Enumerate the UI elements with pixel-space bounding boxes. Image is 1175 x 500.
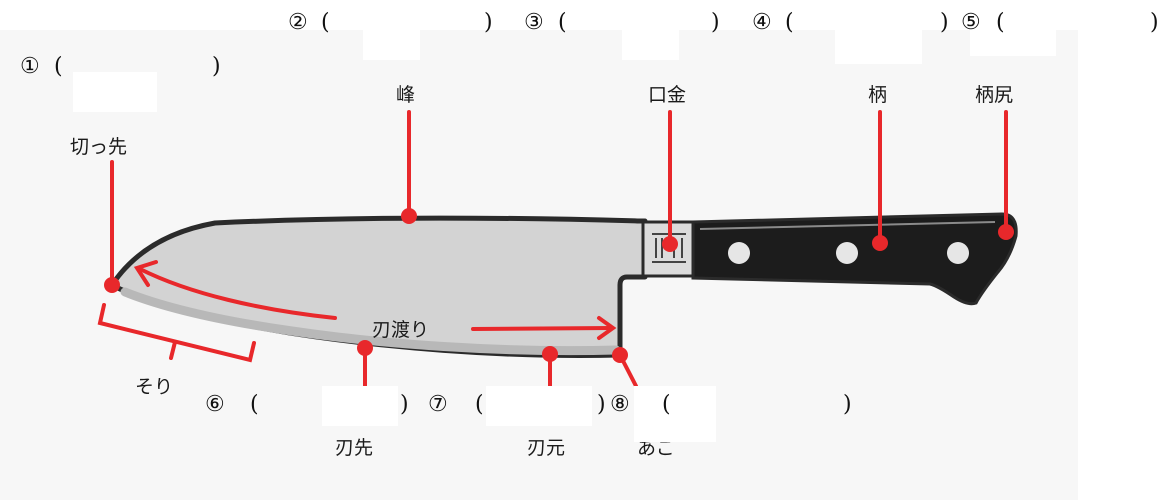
hawatari-arrow-left-head (133, 260, 158, 287)
quiz-number-2: ② (288, 10, 308, 35)
quiz-paren-close-4: ) (940, 10, 949, 35)
answer-box-1[interactable] (73, 72, 157, 112)
answer-box-8[interactable] (634, 386, 716, 442)
label-kuchigane: 口金 (648, 84, 687, 106)
quiz-number-3: ③ (524, 10, 544, 35)
quiz-paren-close-1: ) (212, 54, 221, 79)
quiz-paren-open-6: ( (250, 392, 259, 417)
handle-rivet (947, 242, 969, 264)
quiz-paren-close-3: ) (711, 10, 720, 35)
quiz-number-8: ⑧ (610, 392, 630, 417)
hawatari-arrow-right (471, 326, 614, 331)
answer-box-4[interactable] (835, 28, 922, 64)
callout-dot-hasaki (357, 340, 373, 356)
label-mine: 峰 (396, 84, 416, 106)
quiz-paren-open-5: ( (996, 10, 1005, 35)
sori-bracket-stem (169, 340, 177, 360)
quiz-paren-close-7: ) (597, 392, 606, 417)
hawatari-arrow-right-head (597, 316, 617, 340)
label-ejiri: 柄尻 (975, 84, 1014, 106)
label-hamoto: 刃元 (527, 437, 566, 459)
callout-dot-e (872, 235, 888, 251)
handle-rivet (728, 242, 750, 264)
callout-dot-kuchigane (662, 236, 678, 252)
quiz-number-1: ① (20, 54, 40, 79)
answer-box-6[interactable] (322, 386, 398, 426)
label-e: 柄 (868, 84, 888, 106)
answer-box-2[interactable] (363, 16, 420, 60)
quiz-paren-open-7: ( (475, 392, 484, 417)
callout-dot-hamoto (542, 346, 558, 362)
label-kissaki: 切っ先 (70, 136, 128, 158)
quiz-number-4: ④ (752, 10, 772, 35)
quiz-paren-open-4: ( (785, 10, 794, 35)
quiz-paren-close-6: ) (400, 392, 409, 417)
handle-highlight (699, 221, 996, 230)
callout-dot-kissaki (104, 277, 120, 293)
quiz-paren-close-2: ) (484, 10, 493, 35)
knife-edge-bevel (120, 287, 621, 356)
answer-box-7[interactable] (486, 386, 592, 426)
quiz-paren-open-1: ( (54, 54, 63, 79)
label-ago: あご (637, 437, 676, 459)
callout-dot-mine (401, 208, 417, 224)
quiz-paren-open-8: ( (662, 392, 671, 417)
answer-box-5[interactable] (970, 16, 1056, 56)
answer-box-3[interactable] (622, 16, 679, 60)
hawatari-arrow-left (138, 267, 337, 320)
label-sori: そり (135, 376, 174, 398)
label-hasaki: 刃先 (335, 437, 374, 459)
handle-rivet (836, 242, 858, 264)
quiz-number-6: ⑥ (205, 392, 225, 417)
quiz-number-7: ⑦ (428, 392, 448, 417)
quiz-paren-open-3: ( (558, 10, 567, 35)
quiz-paren-close-5: ) (1150, 10, 1159, 35)
callout-dot-ejiri (998, 224, 1014, 240)
quiz-paren-close-8: ) (843, 392, 852, 417)
quiz-number-5: ⑤ (961, 10, 981, 35)
callout-dot-ago (612, 347, 628, 363)
quiz-paren-open-2: ( (321, 10, 330, 35)
label-hawatari: 刃渡り (372, 319, 430, 341)
